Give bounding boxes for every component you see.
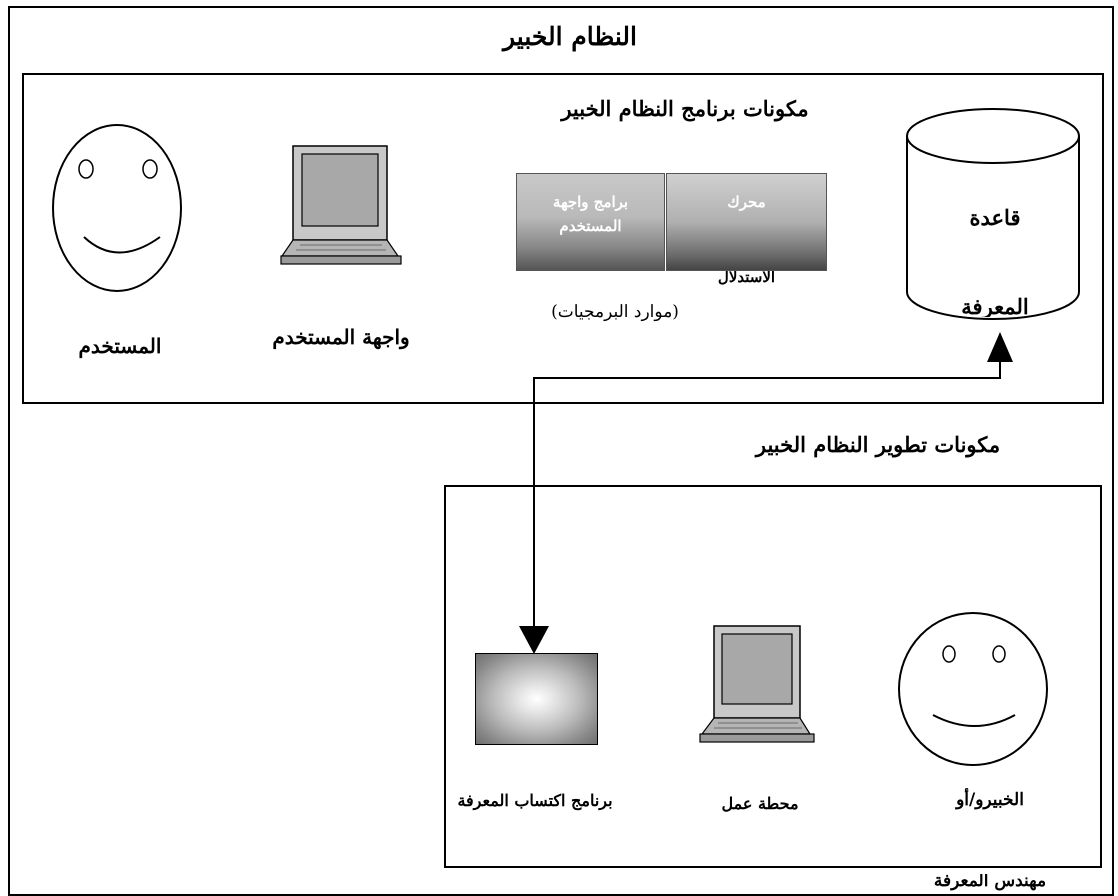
user-label: المستخدم [78, 334, 162, 358]
laptop-icon [699, 625, 815, 743]
development-components-box [444, 485, 1102, 868]
arrowhead-up [987, 332, 1013, 362]
expert-line2-clip: مهندس المعرفة [900, 874, 1080, 891]
smiley-face-icon [898, 612, 1048, 766]
user-interface-label: واجهة المستخدم [272, 325, 410, 349]
connector-line [533, 358, 1001, 630]
workstation-label: محطة عمل [721, 794, 799, 813]
engine-line2-clip: الاستدلال [666, 271, 827, 285]
program-components-box [22, 73, 1104, 404]
smiley-face-icon [52, 124, 182, 292]
database-cylinder-icon [906, 108, 1080, 320]
ui-programs-line2: المستخدم [559, 217, 622, 235]
acquisition-label: برنامج اكتساب المعرفة [457, 791, 613, 810]
expert-line2: مهندس المعرفة [933, 874, 1047, 891]
expert-line1: الخبيرو/أو [956, 790, 1024, 810]
inference-engine-block: محرك [666, 173, 827, 271]
gradient-square-icon [475, 653, 598, 745]
laptop-icon [280, 145, 402, 265]
engine-line2: الاستدلال [717, 271, 776, 285]
knowledge-base-line2: المعرفة [961, 294, 1029, 317]
engine-line1: محرك [727, 193, 766, 211]
ui-programs-block: برامج واجهة المستخدم [516, 173, 665, 271]
diagram-title: النظام الخبير [503, 22, 637, 51]
kb-line2-clip: المعرفة [920, 294, 1070, 317]
program-components-heading: مكونات برنامج النظام الخبير [561, 96, 809, 121]
knowledge-base-line1: قاعدة [969, 205, 1021, 230]
ui-programs-line1: برامج واجهة [552, 193, 629, 211]
development-components-heading: مكونات تطوير النظام الخبير [755, 432, 1001, 457]
arrowhead-down [519, 626, 549, 654]
software-resources-label: (موارد البرمجيات) [551, 302, 679, 322]
